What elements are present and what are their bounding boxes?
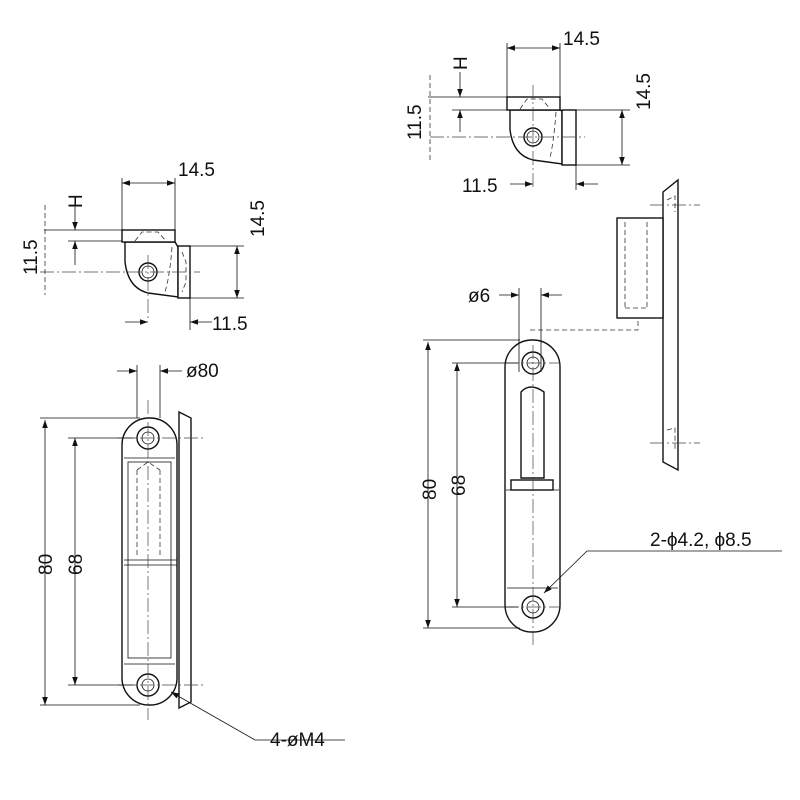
dim-bottom-offset: 11.5	[462, 176, 498, 197]
dim-width-top: 14.5	[563, 29, 600, 50]
dim-width-top: 14.5	[178, 160, 215, 181]
dim-h: H	[66, 194, 87, 208]
dim-bottom-offset: 11.5	[212, 314, 248, 335]
holes-note: 2-ϕ4.2, ϕ8.5	[650, 530, 752, 551]
dim-h: H	[451, 56, 472, 70]
dim-overall-length: 80	[36, 554, 57, 575]
dim-height-right: 14.5	[248, 200, 269, 237]
left-top-view: 14.5 H 11.5 14.5 11.5	[21, 160, 269, 335]
dim-hole-pitch: 68	[449, 475, 470, 496]
dim-height-left: 11.5	[21, 239, 42, 275]
dim-overall-length: 80	[420, 479, 441, 500]
right-hinge-side-view	[530, 178, 700, 472]
dim-height-left: 11.5	[405, 104, 426, 140]
dim-height-right: 14.5	[634, 73, 655, 110]
dim-hole-pitch: 68	[66, 554, 87, 575]
holes-note: 4-øM4	[270, 730, 325, 751]
dim-pin-dia: ø80	[186, 361, 219, 382]
left-hinge: ø80 80 68 4-øM4	[36, 361, 345, 751]
dim-pin-dia: ø6	[468, 286, 490, 307]
right-top-view: 14.5 H 11.5 14.5 11.5	[405, 29, 655, 197]
right-hinge: ø6 80 68 2-ϕ4.2, ϕ8.5	[420, 286, 782, 645]
